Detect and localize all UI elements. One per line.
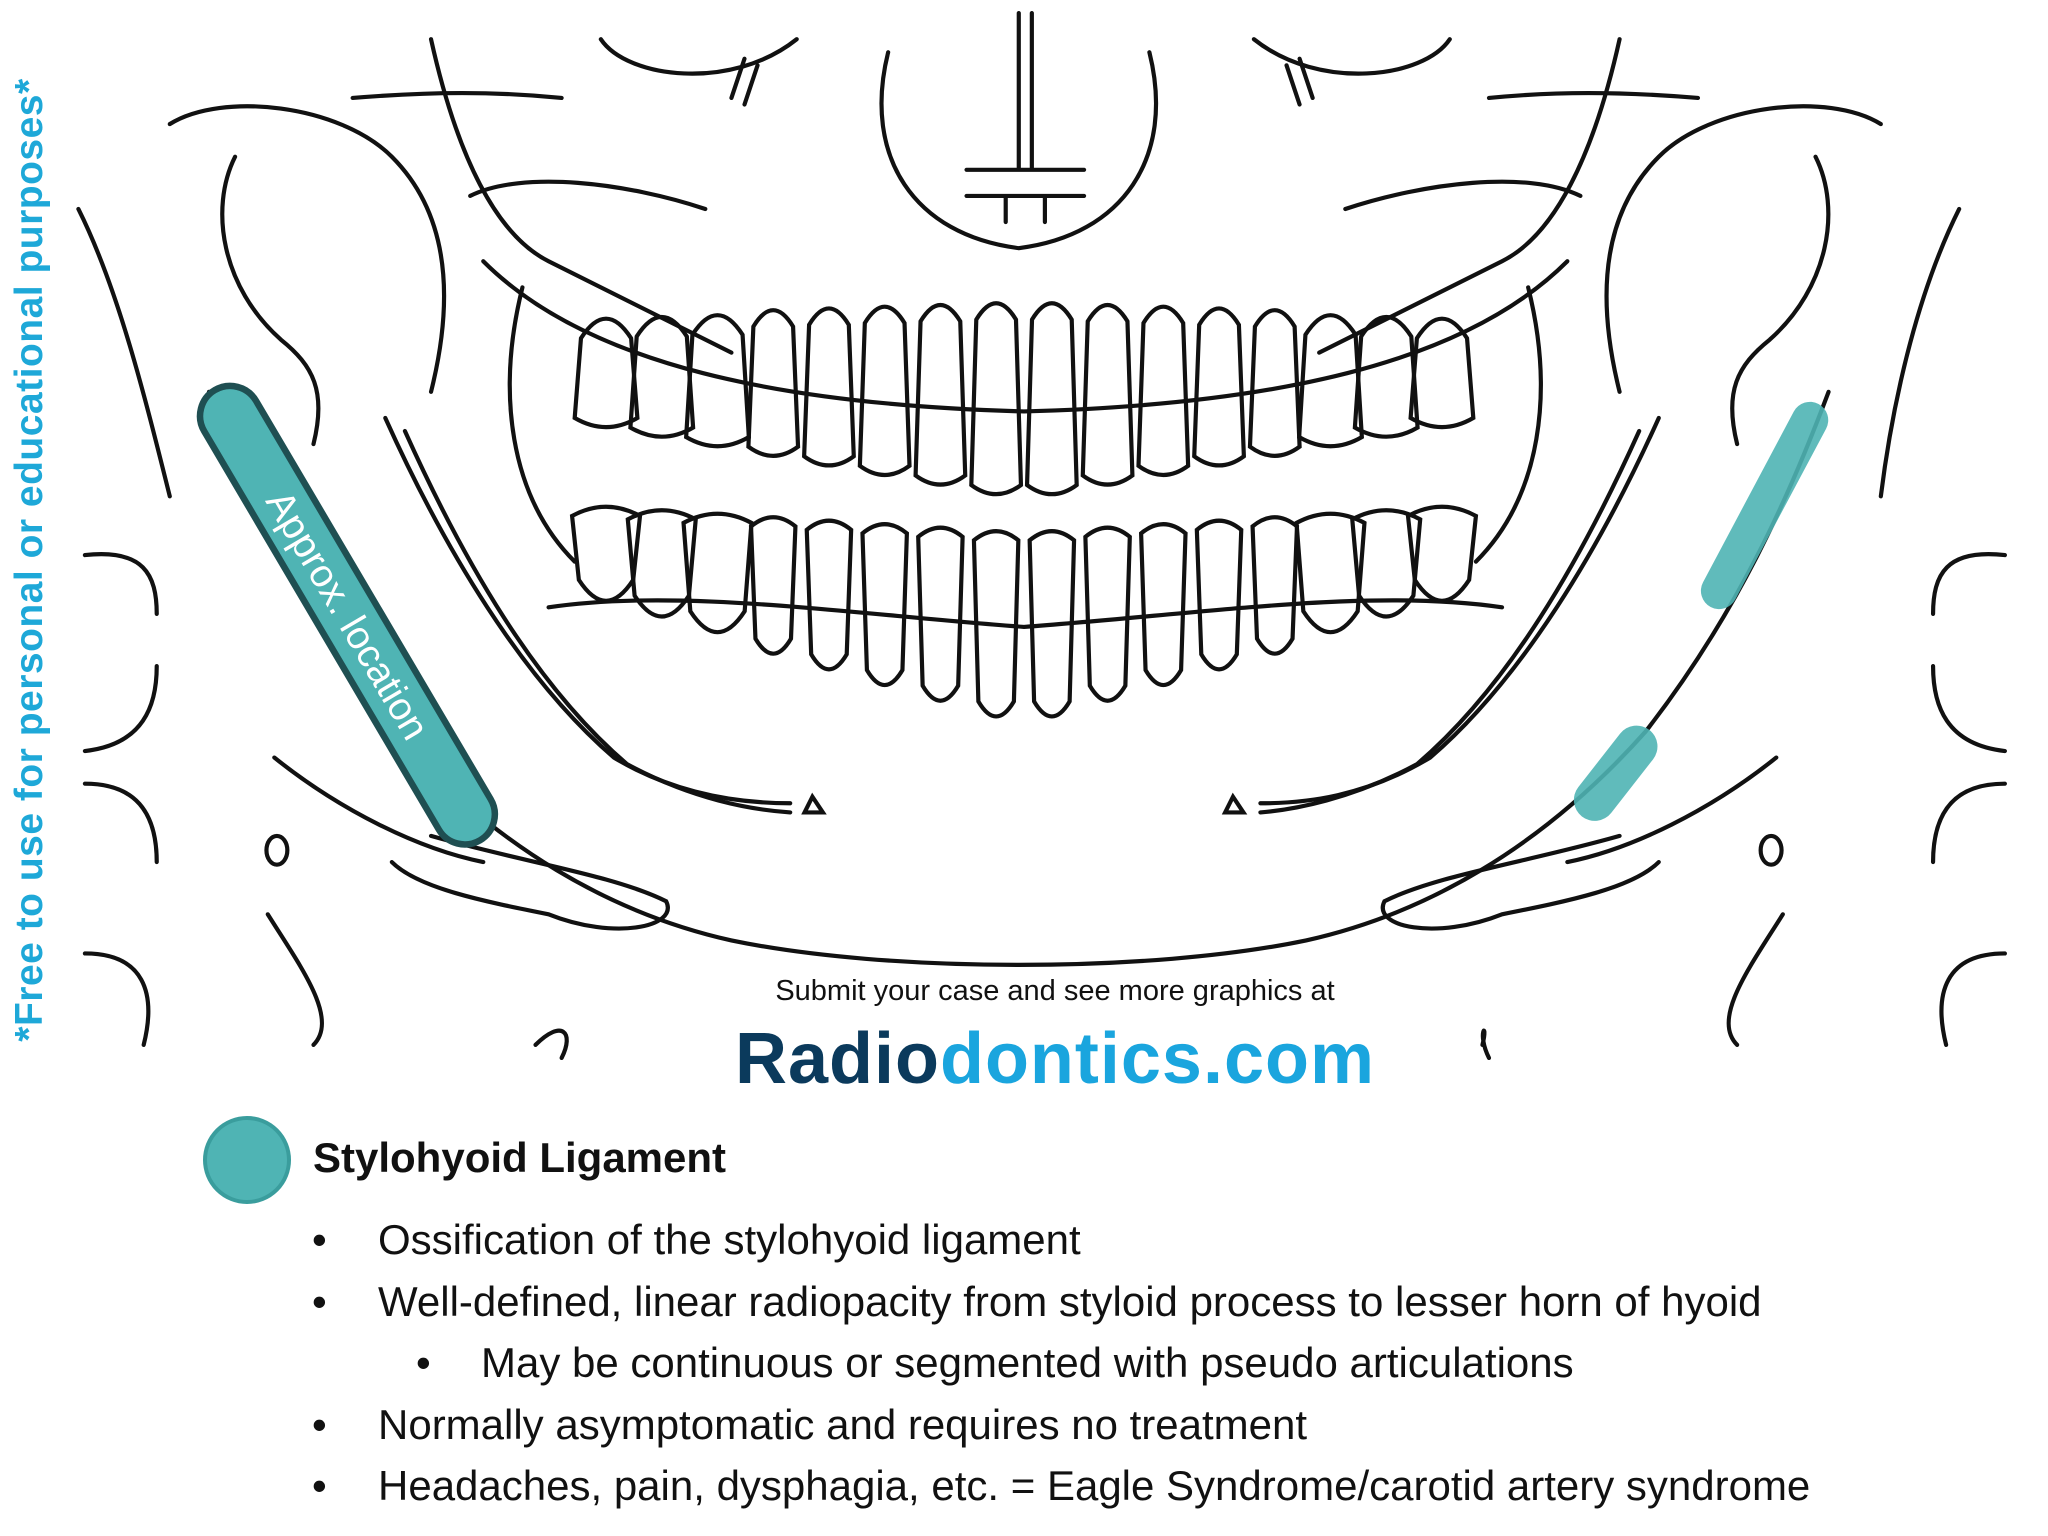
tooth bbox=[1136, 304, 1191, 478]
tooth bbox=[857, 304, 912, 478]
bullet-icon: • bbox=[312, 1400, 327, 1448]
tooth bbox=[1250, 515, 1300, 656]
tooth bbox=[746, 308, 801, 458]
right-condyle bbox=[1604, 104, 1883, 394]
tooth bbox=[1192, 306, 1246, 468]
tooth bbox=[1408, 316, 1476, 430]
mandible-inner-right bbox=[1258, 415, 1661, 806]
tooth bbox=[1138, 522, 1188, 688]
bullet-text: Headaches, pain, dysphagia, etc. = Eagle… bbox=[378, 1462, 1811, 1509]
upper-arch-line bbox=[481, 259, 1570, 414]
tooth bbox=[572, 316, 640, 430]
bullet-icon: • bbox=[312, 1462, 327, 1509]
tooth bbox=[1080, 303, 1135, 487]
tooth bbox=[1027, 529, 1077, 719]
bullet-text: Ossification of the stylohyoid ligament bbox=[378, 1216, 1081, 1263]
tooth bbox=[969, 301, 1024, 497]
tooth bbox=[1194, 518, 1244, 672]
left-condyle bbox=[167, 104, 447, 394]
hyoid-left bbox=[389, 833, 670, 931]
tooth bbox=[802, 306, 856, 468]
tooth bbox=[1083, 525, 1132, 703]
tooth bbox=[1405, 504, 1479, 603]
approx-location-label: Approx. location bbox=[257, 484, 437, 748]
jaw-line-art bbox=[76, 10, 2007, 1061]
brand-part-1: Radio bbox=[734, 1019, 940, 1099]
tooth bbox=[860, 522, 910, 688]
usage-note: *Free to use for personal or educational… bbox=[8, 78, 51, 1042]
tooth bbox=[1352, 315, 1420, 439]
tooth bbox=[1024, 301, 1079, 497]
bullet-icon: • bbox=[312, 1277, 327, 1325]
tooth bbox=[748, 515, 798, 656]
bullet-text: Normally asymptomatic and requires no tr… bbox=[378, 1400, 1308, 1448]
bullet-text: Well-defined, linear radiopacity from st… bbox=[378, 1277, 1762, 1325]
legend-swatch bbox=[203, 1116, 291, 1204]
tooth bbox=[681, 511, 754, 635]
tooth bbox=[1247, 308, 1302, 458]
stylohyoid-highlight-right-upper bbox=[1700, 401, 1829, 610]
stylohyoid-highlight-right-lower bbox=[1573, 725, 1658, 821]
tooth bbox=[1296, 313, 1365, 449]
tooth bbox=[804, 518, 854, 672]
brand-part-2: dontics.com bbox=[939, 1019, 1376, 1099]
submit-text: Submit your case and see more graphics a… bbox=[775, 975, 1335, 1007]
bullet-icon: • bbox=[312, 1216, 327, 1263]
stylohyoid-highlight-left: Approx. location bbox=[196, 382, 499, 848]
mandible-inner bbox=[383, 415, 793, 806]
hyoid-right bbox=[1380, 833, 1661, 931]
tooth bbox=[628, 315, 696, 439]
tooth bbox=[971, 529, 1021, 719]
teeth bbox=[569, 301, 1479, 719]
brand-logo[interactable]: Radiodontics.com bbox=[0, 1018, 2048, 1100]
tooth bbox=[913, 303, 968, 487]
tooth bbox=[1294, 511, 1367, 635]
tooth bbox=[683, 313, 752, 449]
bullet-icon: • bbox=[416, 1339, 431, 1386]
bullet-text: May be continuous or segmented with pseu… bbox=[481, 1339, 1574, 1386]
tooth bbox=[1350, 508, 1423, 619]
legend-title: Stylohyoid Ligament bbox=[313, 1134, 727, 1181]
tooth bbox=[916, 525, 965, 703]
